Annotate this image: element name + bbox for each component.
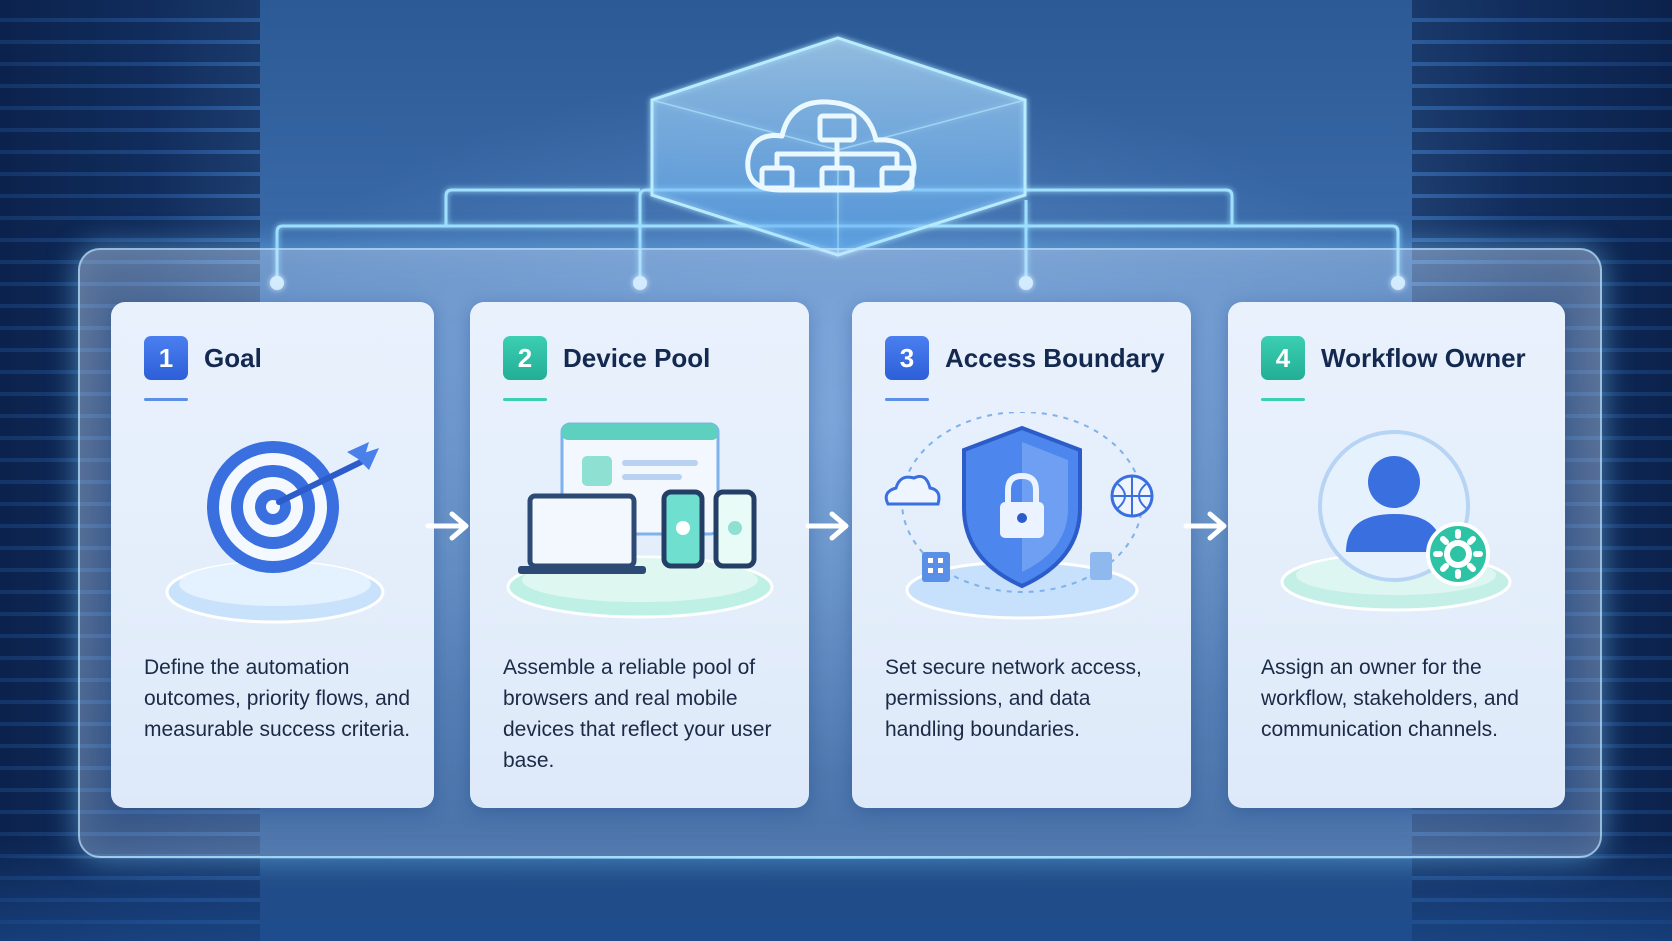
arrow-right-icon — [1182, 510, 1234, 542]
step-description: Set secure network access, permissions, … — [885, 652, 1175, 745]
devices-icon — [470, 412, 809, 642]
step-description: Assemble a reliable pool of browsers and… — [503, 652, 793, 776]
user-gear-icon — [1228, 412, 1565, 642]
step-title: Workflow Owner — [1321, 343, 1526, 374]
arrow-right-icon — [424, 510, 476, 542]
title-underline — [885, 398, 929, 401]
step-card-goal: 1 Goal Define the automation outcomes, p… — [111, 302, 434, 808]
step-description: Assign an owner for the workflow, stakeh… — [1261, 652, 1551, 745]
title-underline — [144, 398, 188, 401]
step-title: Access Boundary — [945, 343, 1165, 374]
target-icon — [111, 412, 434, 642]
step-number-badge: 3 — [885, 336, 929, 380]
title-underline — [1261, 398, 1305, 401]
step-number-badge: 2 — [503, 336, 547, 380]
step-card-device-pool: 2 Device Pool Assemble a reliable pool o… — [470, 302, 809, 808]
step-title: Device Pool — [563, 343, 710, 374]
step-card-workflow-owner: 4 Workflow Owner Assign an owner for the… — [1228, 302, 1565, 808]
title-underline — [503, 398, 547, 401]
arrow-right-icon — [804, 510, 856, 542]
shield-lock-icon — [852, 412, 1191, 642]
step-number-badge: 4 — [1261, 336, 1305, 380]
step-card-access-boundary: 3 Access Boundary Set secure network acc… — [852, 302, 1191, 808]
step-title: Goal — [204, 343, 262, 374]
step-description: Define the automation outcomes, priority… — [144, 652, 434, 745]
step-number-badge: 1 — [144, 336, 188, 380]
